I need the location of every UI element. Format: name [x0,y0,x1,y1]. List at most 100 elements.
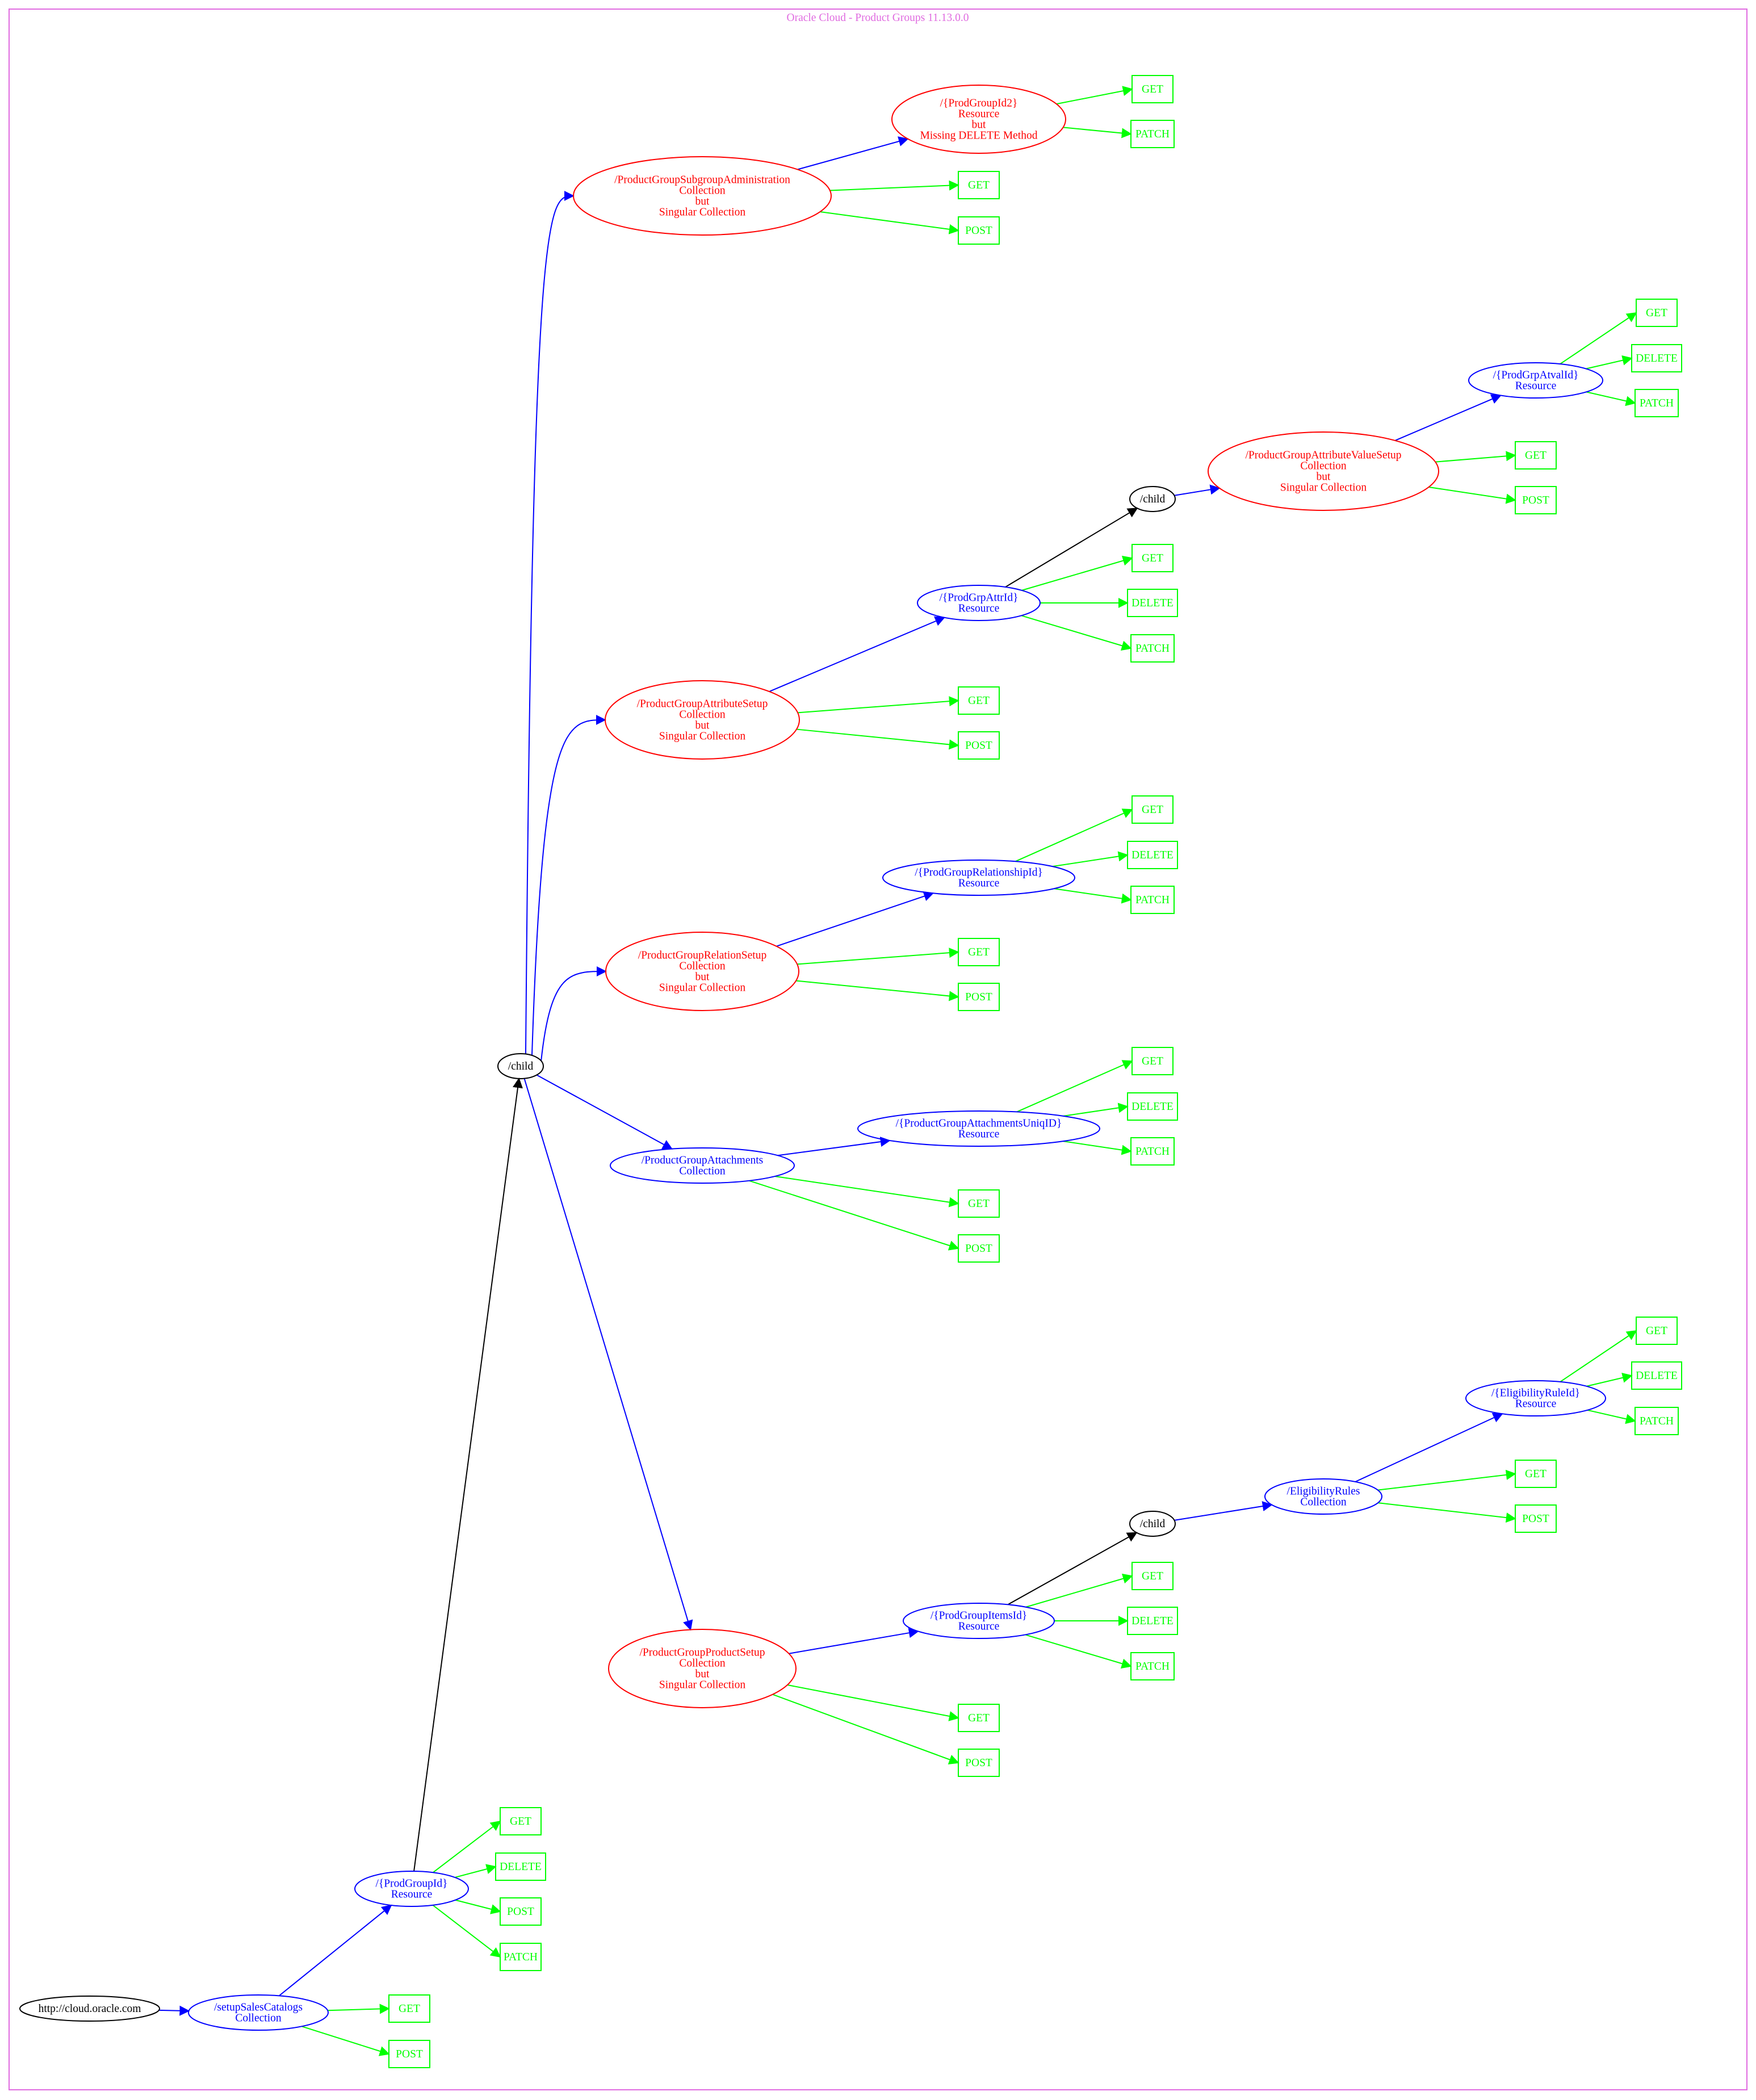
edge-method [1052,851,1129,867]
relation-setup-node[interactable]: /ProductGroupRelationSetupCollectionbutS… [605,932,799,1011]
method-get-box[interactable]: GET [958,686,1000,715]
edge-method [1063,127,1132,139]
method-patch-box[interactable]: PATCH [1130,120,1175,148]
method-label: GET [968,1198,990,1210]
method-post-box[interactable]: POST [958,1234,1000,1263]
method-get-box[interactable]: GET [1131,1562,1174,1590]
edge-attachments-uniqid [777,1137,891,1156]
method-delete-box[interactable]: DELETE [1127,1092,1178,1121]
method-get-box[interactable]: GET [500,1807,542,1835]
edge-catalogs-prodgroupid [279,1904,392,1997]
edge-method [774,1176,959,1208]
method-patch-box[interactable]: PATCH [500,1943,542,1971]
method-get-box[interactable]: GET [1636,1317,1678,1345]
edge-child-attribute [531,715,606,1055]
method-label: PATCH [1640,1415,1674,1427]
root-node[interactable]: http://cloud.oracle.com [19,1996,160,2022]
method-patch-box[interactable]: PATCH [1130,1652,1175,1680]
prod-group-id-node[interactable]: /{ProdGroupId}Resource [354,1871,469,1907]
method-label: GET [968,695,990,707]
method-post-box[interactable]: POST [1515,486,1557,514]
method-post-box[interactable]: POST [1515,1504,1557,1533]
node-label: Singular Collection [659,207,745,219]
method-get-box[interactable]: GET [1515,441,1557,470]
attachments-uniq-id-node[interactable]: /{ProductGroupAttachmentsUniqID}Resource [857,1110,1100,1147]
node-label: Resource [391,1889,433,1901]
method-delete-box[interactable]: DELETE [1127,841,1178,869]
edge-relation-relid [776,891,934,947]
method-get-box[interactable]: GET [1131,1047,1174,1075]
method-patch-box[interactable]: PATCH [1635,1407,1679,1435]
relationship-id-node[interactable]: /{ProdGroupRelationshipId}Resource [882,860,1075,896]
method-delete-box[interactable]: DELETE [1631,344,1682,372]
edge-method [1560,1330,1637,1382]
method-label: PATCH [504,1951,538,1963]
edge-method [749,1180,959,1251]
method-get-box[interactable]: GET [958,1189,1000,1218]
method-delete-box[interactable]: DELETE [1631,1361,1682,1390]
child-node-2[interactable]: /child [1129,486,1176,512]
child-node-1[interactable]: /child [497,1053,544,1079]
method-label: DELETE [1131,1615,1174,1627]
edge-attribute-attrid [769,616,946,692]
edge-method [798,696,959,714]
attribute-setup-node[interactable]: /ProductGroupAttributeSetupCollectionbut… [605,680,800,760]
edge-root-catalogs [158,2005,190,2016]
method-get-box[interactable]: GET [1515,1460,1557,1488]
edge-prodgroupid-child [413,1078,523,1872]
method-post-box[interactable]: POST [958,983,1000,1011]
node-label: /{ProdGrpAttrId} [940,592,1019,604]
node-label: Collection [679,1658,725,1670]
method-get-box[interactable]: GET [1131,795,1174,824]
method-label: POST [507,1906,534,1918]
subgroup-administration-node[interactable]: /ProductGroupSubgroupAdministrationColle… [573,156,832,236]
method-post-box[interactable]: POST [958,1749,1000,1777]
child-node-3[interactable]: /child [1129,1511,1176,1537]
edge-method [1377,1469,1516,1491]
node-label: /ProductGroupProductSetup [640,1647,765,1659]
edge-method [1586,391,1636,406]
product-setup-node[interactable]: /ProductGroupProductSetupCollectionbutSi… [608,1629,797,1708]
node-label: Collection [1300,1497,1346,1508]
method-get-box[interactable]: GET [388,1994,430,2023]
method-get-box[interactable]: GET [1636,299,1678,327]
method-patch-box[interactable]: PATCH [1635,389,1679,417]
method-label: GET [1525,450,1547,462]
method-post-box[interactable]: POST [388,2040,430,2068]
method-post-box[interactable]: POST [958,731,1000,760]
method-post-box[interactable]: POST [958,216,1000,245]
prod-grp-atval-id-node[interactable]: /{ProdGrpAtvalId}Resource [1468,362,1603,399]
method-label: PATCH [1135,894,1170,906]
node-label: Resource [958,1129,1000,1141]
method-get-box[interactable]: GET [958,938,1000,966]
method-delete-box[interactable]: DELETE [1127,1607,1178,1635]
prod-group-items-id-node[interactable]: /{ProdGroupItemsId}Resource [903,1603,1055,1639]
node-label: /{EligibilityRuleId} [1491,1388,1580,1399]
method-get-box[interactable]: GET [1131,75,1174,103]
node-label: Resource [958,1621,1000,1633]
method-patch-box[interactable]: PATCH [1130,886,1175,914]
method-get-box[interactable]: GET [958,1704,1000,1732]
edge-method [1015,808,1133,862]
method-get-box[interactable]: GET [958,171,1000,199]
node-label: Missing DELETE Method [920,130,1038,142]
edge-method [1054,888,1132,904]
method-get-box[interactable]: GET [1131,544,1174,572]
prod-grp-attr-id-node[interactable]: /{ProdGrpAttrId}Resource [917,585,1041,621]
node-label: Collection [679,1166,725,1177]
method-patch-box[interactable]: PATCH [1130,634,1175,663]
edge-itemsid-child [1007,1532,1138,1606]
edge-child-attrvalue [1174,484,1221,496]
method-delete-box[interactable]: DELETE [495,1852,546,1881]
method-label: POST [965,1243,992,1255]
method-delete-box[interactable]: DELETE [1127,589,1178,617]
attribute-value-setup-node[interactable]: /ProductGroupAttributeValueSetupCollecti… [1208,431,1439,511]
method-post-box[interactable]: POST [500,1897,542,1926]
node-label: Resource [1515,380,1557,392]
method-patch-box[interactable]: PATCH [1130,1137,1175,1166]
eligibility-rule-id-node[interactable]: /{EligibilityRuleId}Resource [1465,1380,1606,1416]
